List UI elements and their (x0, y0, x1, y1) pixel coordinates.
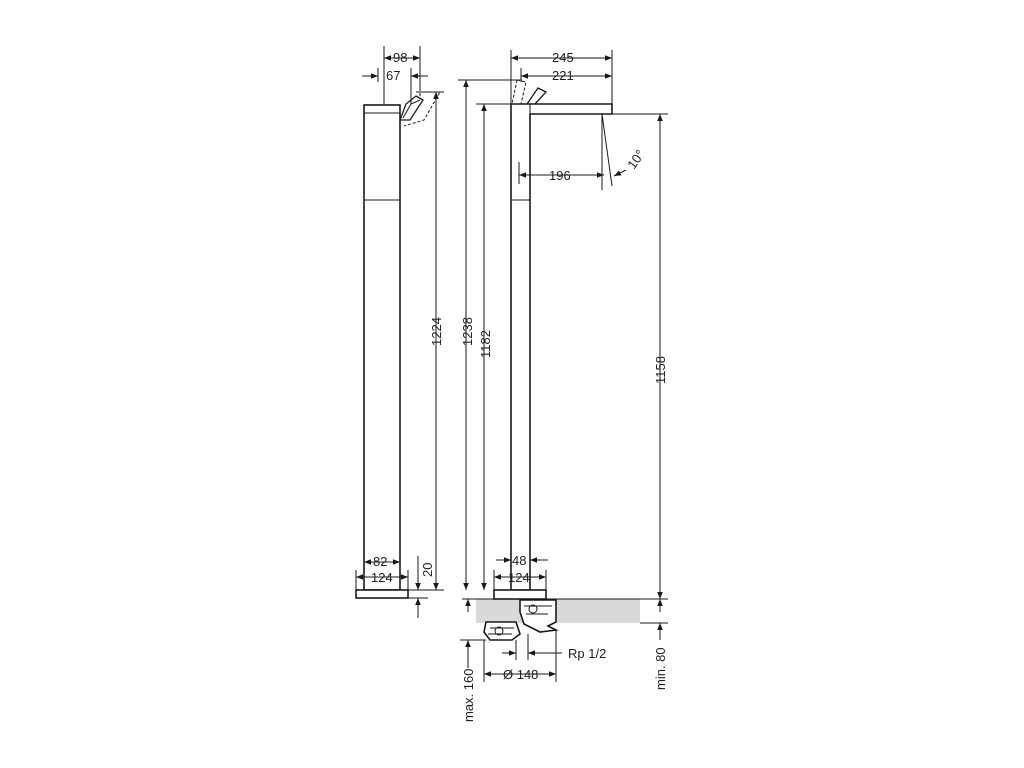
floor-section (476, 599, 640, 623)
dim-front-1182-label: 1182 (478, 330, 493, 358)
side-handle (399, 91, 441, 127)
dim-front-1238: 1238 (458, 79, 522, 590)
front-handle (511, 79, 548, 105)
dim-max-depth: max. 160 (460, 599, 486, 722)
dim-side-98-label: 98 (393, 50, 407, 65)
dim-side-124: 124 (355, 570, 409, 590)
dim-front-124-label: 124 (508, 570, 530, 585)
side-base-plate (355, 589, 409, 599)
dim-front-245-label: 245 (552, 50, 574, 65)
front-view: 245 221 196 10° 1238 (458, 50, 668, 722)
dim-front-196: 196 (518, 162, 604, 184)
dim-side-20-label: 20 (420, 563, 435, 577)
dim-side-82-label: 82 (373, 554, 387, 569)
dim-min-depth-label: min. 80 (653, 647, 668, 690)
dim-thread: Rp 1/2 (502, 634, 606, 661)
dim-front-196-label: 196 (549, 168, 571, 183)
side-view: 98 67 1224 82 124 (355, 46, 444, 618)
dim-side-82: 82 (364, 554, 400, 569)
dim-max-depth-label: max. 160 (461, 669, 476, 722)
dim-front-1182: 1182 (476, 103, 511, 590)
dim-front-124: 124 (493, 570, 547, 590)
dim-front-48: 48 (496, 553, 548, 568)
dim-side-98: 98 (383, 46, 421, 105)
dim-side-124-label: 124 (371, 570, 393, 585)
dim-thread-label: Rp 1/2 (568, 646, 606, 661)
dim-front-angle: 10° (601, 113, 648, 190)
dim-front-221-label: 221 (552, 68, 574, 83)
dim-front-48-label: 48 (512, 553, 526, 568)
dim-side-20: 20 (408, 556, 435, 618)
dim-side-67: 67 (362, 68, 428, 104)
dim-front-1238-label: 1238 (460, 317, 475, 346)
dim-side-1224: 1224 (408, 91, 444, 591)
dim-min-depth: min. 80 (640, 599, 668, 690)
dim-diameter-label: Ø 148 (503, 667, 538, 682)
dim-front-1158-label: 1158 (653, 356, 668, 384)
dim-diameter: Ø 148 (483, 630, 557, 682)
dim-front-1158: 1158 (546, 113, 668, 600)
dim-side-1224-label: 1224 (429, 317, 444, 346)
underfloor-fitting (483, 599, 559, 641)
dim-front-221: 221 (520, 68, 612, 83)
dim-side-67-label: 67 (386, 68, 400, 83)
dim-front-angle-label: 10° (624, 147, 648, 172)
dim-front-245: 245 (510, 50, 613, 104)
front-base-plate (493, 589, 547, 600)
side-column (363, 104, 401, 591)
